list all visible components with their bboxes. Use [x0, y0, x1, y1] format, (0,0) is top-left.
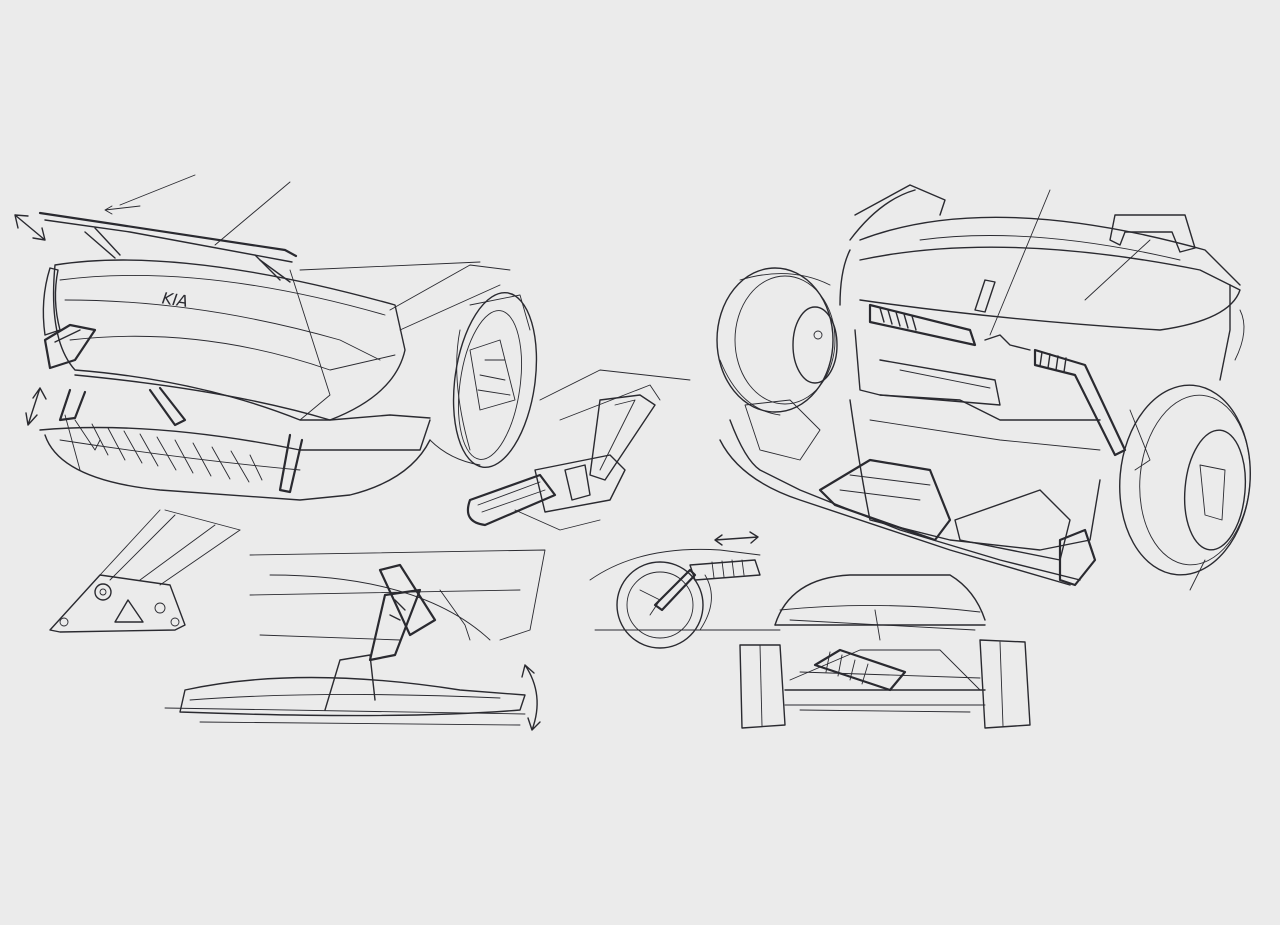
- exhaust-detail-sketch: [466, 369, 691, 531]
- splitter-sketch: [164, 549, 546, 731]
- logo-text: KIA: [161, 289, 190, 311]
- coil-spring-right: [1039, 351, 1067, 373]
- wheel-pushrod-sketch: [589, 531, 781, 649]
- rear-view-sketch: KIA: [14, 174, 538, 501]
- bracket-sketch: [49, 509, 241, 633]
- diffuser-fins: [74, 419, 263, 483]
- pushrod-coil: [711, 559, 745, 579]
- front-axle-sketch: [739, 574, 1031, 729]
- wheel-spokes: [469, 339, 516, 411]
- front-view-sketch: [716, 184, 1251, 591]
- coil-spring-left: [879, 307, 917, 331]
